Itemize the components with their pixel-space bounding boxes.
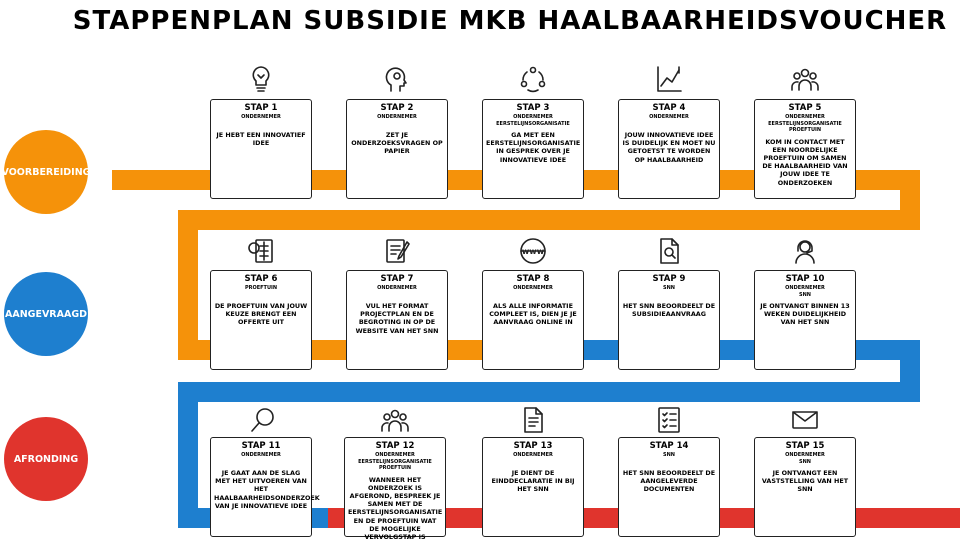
step-number: STAP 4 (622, 103, 716, 114)
checklist-icon (654, 405, 684, 435)
lightbulb-icon (246, 64, 276, 94)
step-actors: ONDERNEMER (486, 285, 580, 298)
step-number: STAP 12 (348, 441, 442, 452)
group-icon (380, 405, 410, 435)
envelope-icon (790, 405, 820, 435)
step-number: STAP 7 (350, 274, 444, 285)
step-description: JE ONTVANGT BINNEN 13 WEKEN DUIDELIJKHEI… (758, 302, 852, 327)
step-number: STAP 14 (622, 441, 716, 452)
step-description: GA MET EEN EERSTELIJNSORGANISATIE IN GES… (486, 131, 580, 164)
step-number: STAP 6 (214, 274, 308, 285)
step-description: VUL HET FORMAT PROJECTPLAN EN DE BEGROTI… (350, 302, 444, 335)
step-actors: ONDERNEMER EERSTELIJNSORGANISATIE (486, 114, 580, 127)
step-actors: ONDERNEMER (622, 114, 716, 127)
head-gears-icon (382, 64, 412, 94)
step-actors: ONDERNEMER (350, 285, 444, 298)
phase-label: VOORBEREIDING (2, 167, 91, 178)
svg-text:www: www (522, 247, 545, 256)
step-number: STAP 2 (350, 103, 444, 114)
step-description: ALS ALLE INFORMATIE COMPLEET IS, DIEN JE… (486, 302, 580, 327)
blue-band-row-connector (178, 382, 920, 402)
step-number: STAP 1 (214, 103, 308, 114)
step-actors: ONDERNEMER SNN (758, 285, 852, 298)
page-title: STAPPENPLAN SUBSIDIE MKB HAALBAARHEIDSVO… (0, 6, 960, 36)
blue-band-left-down (178, 382, 198, 528)
step-description: JE GAAT AAN DE SLAG MET HET UITVOEREN VA… (214, 469, 308, 510)
step-description: JE HEBT EEN INNOVATIEF IDEE (214, 131, 308, 147)
quote-icon (246, 236, 276, 266)
step-actors: ONDERNEMER (486, 452, 580, 465)
step-actors: SNN (622, 285, 716, 298)
step-actors: ONDERNEMER (214, 452, 308, 465)
step-description: JOUW INNOVATIEVE IDEE IS DUIDELIJK EN MO… (622, 131, 716, 164)
step-number: STAP 9 (622, 274, 716, 285)
step-actors: ONDERNEMER (350, 114, 444, 127)
step-actors: SNN (622, 452, 716, 465)
chart-icon (654, 64, 684, 94)
headset-icon (790, 236, 820, 266)
step-number: STAP 3 (486, 103, 580, 114)
step-description: ZET JE ONDERZOEKSVRAGEN OP PAPIER (350, 131, 444, 156)
step-description: JE ONTVANGT EEN VASTSTELLING VAN HET SNN (758, 469, 852, 494)
step-number: STAP 10 (758, 274, 852, 285)
phase-circle-afronding: AFRONDING (4, 417, 88, 501)
step-actors: PROEFTUIN (214, 285, 308, 298)
people-cycle-icon (518, 64, 548, 94)
declaration-icon (518, 405, 548, 435)
step-description: HET SNN BEOORDEELT DE AANGELEVERDE DOCUM… (622, 469, 716, 494)
step-description: DE PROEFTUIN VAN JOUW KEUZE BRENGT EEN O… (214, 302, 308, 327)
step-actors: ONDERNEMER EERSTELIJNSORGANISATIE PROEFT… (758, 114, 852, 134)
step-number: STAP 15 (758, 441, 852, 452)
step-description: KOM IN CONTACT MET EEN NOORDELIJKE PROEF… (758, 138, 852, 187)
form-icon (382, 236, 412, 266)
group-icon (790, 64, 820, 94)
document-search-icon (654, 236, 684, 266)
step-description: HET SNN BEOORDEELT DE SUBSIDIEAANVRAAG (622, 302, 716, 318)
phase-label: AFRONDING (14, 454, 78, 465)
step-number: STAP 11 (214, 441, 308, 452)
www-icon: www (518, 236, 548, 266)
orange-band-left-down (178, 210, 198, 360)
orange-band-row-connector (178, 210, 920, 230)
step-number: STAP 5 (758, 103, 852, 114)
phase-label: AANGEVRAAGD (5, 309, 87, 320)
magnifier-icon (248, 405, 278, 435)
step-number: STAP 8 (486, 274, 580, 285)
step-actors: ONDERNEMER SNN (758, 452, 852, 465)
step-description: JE DIENT DE EINDDECLARATIE IN BIJ HET SN… (486, 469, 580, 494)
step-description: WANNEER HET ONDERZOEK IS AFGEROND, BESPR… (348, 476, 442, 541)
phase-circle-voorbereiding: VOORBEREIDING (4, 130, 88, 214)
step-number: STAP 13 (486, 441, 580, 452)
step-actors: ONDERNEMER EERSTELIJNSORGANISATIE PROEFT… (348, 452, 442, 472)
step-actors: ONDERNEMER (214, 114, 308, 127)
phase-circle-aangevraagd: AANGEVRAAGD (4, 272, 88, 356)
